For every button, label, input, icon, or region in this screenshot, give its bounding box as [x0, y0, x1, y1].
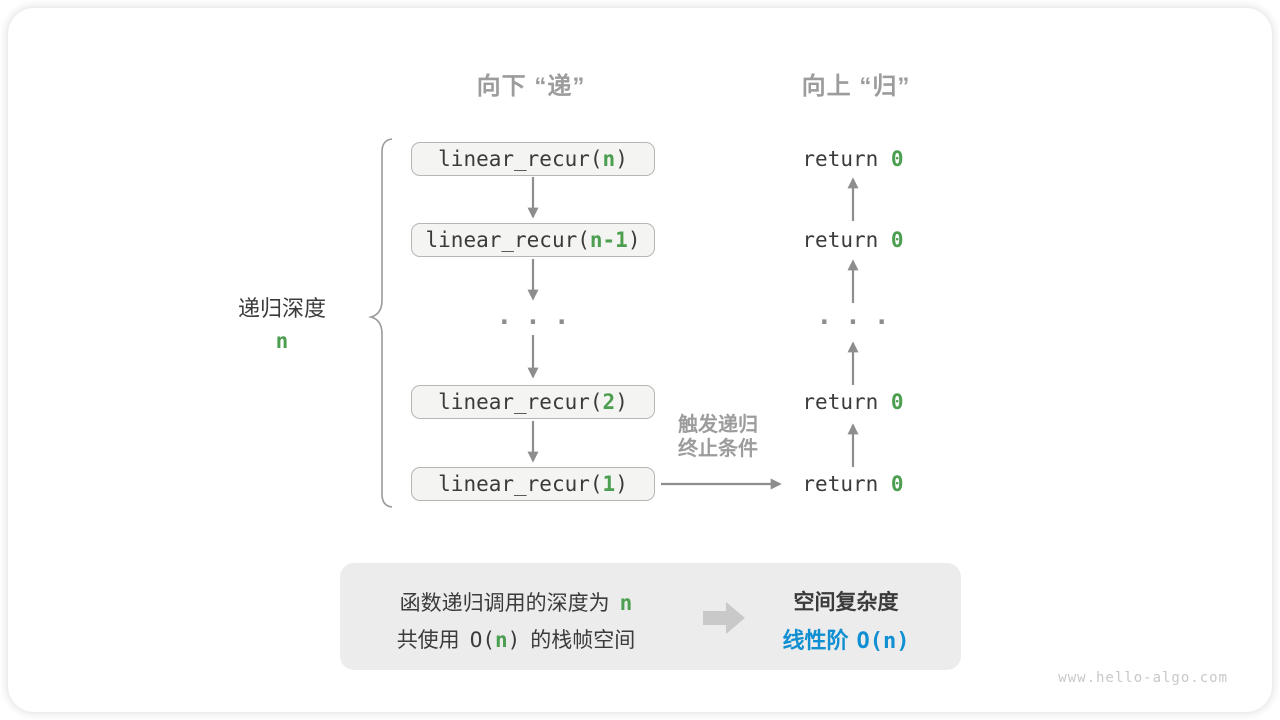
summary-arg: n [494, 628, 508, 652]
code-text: linear_recur( [438, 472, 603, 496]
return-value: 0 [890, 147, 904, 171]
depth-brace [367, 138, 393, 508]
code-text: linear_recur( [438, 390, 603, 414]
card: 向下 “递” 向上 “归” line [8, 8, 1272, 712]
call-frame-1: linear_recur(1) [411, 467, 655, 501]
code-arg: 2 [602, 390, 616, 414]
result-title: 空间复杂度 [793, 591, 899, 614]
code-text: ) [615, 390, 628, 414]
return-statement-1: return 0 [753, 147, 953, 171]
code-text: return [802, 472, 891, 496]
code-text: return [802, 147, 891, 171]
result-code: O(n) [856, 629, 910, 654]
code-text: linear_recur( [438, 147, 603, 171]
return-statement-2: return 0 [753, 228, 953, 252]
call-frame-n: linear_recur(n) [411, 142, 655, 176]
code-text: ) [615, 147, 628, 171]
code-arg: n [602, 147, 616, 171]
implies-arrow-icon [703, 602, 745, 634]
return-value: 0 [890, 390, 904, 414]
code-arg: n-1 [589, 228, 628, 252]
return-value: 0 [890, 228, 904, 252]
return-statement-4: return 0 [753, 472, 953, 496]
call-frame-n-1: linear_recur(n-1) [411, 223, 655, 257]
termination-note: 触发递归 终止条件 [638, 413, 798, 461]
header-up-return: 向上 “归” [801, 73, 911, 100]
code-text: ) [615, 472, 628, 496]
summary-text: 函数递归调用的深度为 [399, 592, 610, 615]
summary-line-1: 函数递归调用的深度为 n [351, 587, 681, 617]
summary-line-2: 共使用 O(n) 的栈帧空间 [351, 624, 681, 654]
summary-text: 的栈帧空间 [530, 629, 636, 652]
return-statement-3: return 0 [753, 390, 953, 414]
termination-note-line1: 触发递归 [678, 414, 758, 436]
code-text: return [802, 390, 891, 414]
return-ellipsis: ... [816, 301, 903, 331]
header-down-recurse: 向下 “递” [476, 73, 586, 100]
result-prefix: 线性阶 [782, 628, 849, 653]
stack-ellipsis: ... [496, 301, 583, 331]
depth-label: 递归深度 [237, 296, 326, 321]
return-value: 0 [890, 472, 904, 496]
termination-note-line2: 终止条件 [678, 438, 758, 460]
watermark: www.hello-algo.com [1058, 670, 1228, 686]
summary-arg: n [619, 591, 633, 615]
code-text: ) [627, 228, 641, 252]
code-text: O( [469, 628, 495, 652]
summary-text: 共使用 [396, 629, 460, 652]
code-arg: 1 [602, 472, 616, 496]
call-frame-2: linear_recur(2) [411, 385, 655, 419]
code-text: return [802, 228, 891, 252]
result-value: 线性阶 O(n) [741, 623, 951, 655]
code-text: ) [507, 628, 521, 652]
depth-value: n [275, 329, 289, 353]
code-text: linear_recur( [425, 228, 590, 252]
